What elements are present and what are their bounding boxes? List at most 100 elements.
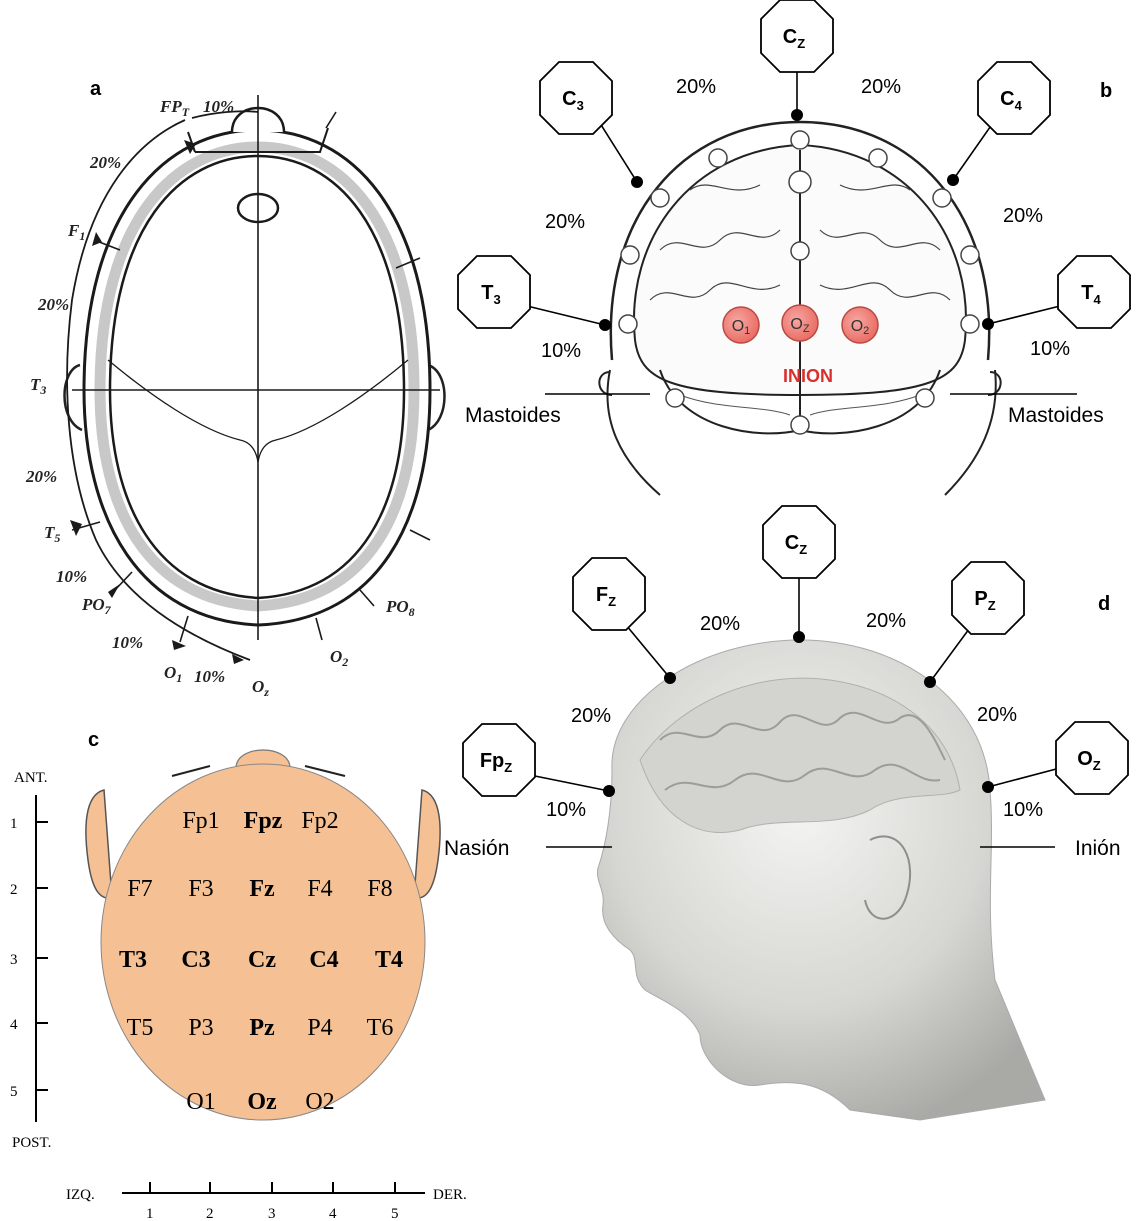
pct-a-1: 20% — [89, 153, 121, 172]
left-neck-shape — [607, 370, 660, 495]
label-f1: F1 — [67, 221, 85, 243]
pct-a-5: 10% — [112, 633, 143, 652]
electrode-cz: Cz — [248, 947, 276, 973]
electrode-t3: T3 — [119, 947, 147, 973]
axis-der-label: DER. — [433, 1187, 467, 1203]
pct-a-3: 20% — [25, 467, 57, 486]
electrode-o2: O2 — [305, 1089, 334, 1115]
nasion-label: Nasión — [444, 837, 509, 860]
panel-letter-a: a — [90, 78, 102, 100]
label-t3-b: T3 — [458, 256, 530, 328]
row-tick-3: 3 — [10, 952, 18, 968]
electrode-f7: F7 — [127, 876, 152, 902]
label-c4-b: C4 — [978, 62, 1050, 134]
axis-ant-label: ANT. — [14, 770, 47, 786]
axis-post-label: POST. — [12, 1135, 51, 1151]
pct-a-4: 10% — [56, 567, 87, 586]
dot-cz-b — [791, 109, 803, 121]
dot-t4-b — [982, 318, 994, 330]
panel-b-posterior-view: O1 OZ O2 INION CZ C3 — [458, 0, 1130, 495]
pct-a-2: 20% — [37, 295, 69, 314]
electrode-c3: C3 — [181, 947, 210, 973]
label-po7: PO7 — [81, 595, 112, 617]
inion-label-b: INION — [783, 366, 833, 386]
dot-pz-d — [924, 676, 936, 688]
pct-a-6: 10% — [194, 667, 225, 686]
electrode-p3: P3 — [188, 1015, 213, 1041]
label-t5-a: T5 — [44, 523, 60, 545]
row-tick-4: 4 — [10, 1017, 18, 1033]
electrode-c4: C4 — [309, 947, 338, 973]
panel-letter-c: c — [88, 729, 99, 751]
label-o1-a: O1 — [164, 663, 182, 685]
pct-b-top-right: 20% — [861, 76, 901, 98]
pct-d-low-left: 10% — [546, 799, 586, 821]
electrode-t6: T6 — [367, 1015, 394, 1041]
row-tick-2: 2 — [10, 882, 18, 898]
label-fpz-d: FpZ — [463, 724, 535, 796]
label-c3-b: C3 — [540, 62, 612, 134]
row-tick-5: 5 — [10, 1084, 18, 1100]
electrode-t5: T5 — [127, 1015, 154, 1041]
left-ear-c — [86, 790, 112, 898]
dot-c4-b — [947, 174, 959, 186]
electrode-oz-b: OZ — [782, 305, 818, 341]
label-fz-d: FZ — [573, 558, 645, 630]
right-ear-c — [414, 790, 440, 898]
right-neck-shape — [945, 370, 996, 495]
electrode-fp2: Fp2 — [301, 808, 338, 834]
inion-label-d: Inión — [1075, 837, 1121, 860]
label-t3-a: T3 — [30, 375, 46, 397]
dot-fpz-d — [603, 785, 615, 797]
dot-oz-d — [982, 781, 994, 793]
label-cz-d: CZ — [763, 506, 835, 578]
pct-d-low-right: 10% — [1003, 799, 1043, 821]
pct-b-mid-left: 20% — [545, 211, 585, 233]
electrode-fp1: Fp1 — [182, 808, 219, 834]
panel-a-skull-diagram — [65, 95, 445, 664]
dot-fz-d — [664, 672, 676, 684]
electrode-f3: F3 — [188, 876, 213, 902]
label-t4-b: T4 — [1058, 256, 1130, 328]
pct-b-top-left: 20% — [676, 76, 716, 98]
electrode-f8: F8 — [367, 876, 392, 902]
label-o2-a: O2 — [330, 647, 348, 669]
dot-c3-b — [631, 176, 643, 188]
panel-d-lateral-view: CZ FZ PZ FpZ OZ 20% 20% 20% 20% 10% 10% … — [444, 506, 1128, 1120]
electrode-o2-b: O2 — [842, 307, 878, 343]
electrode-oz: Oz — [247, 1089, 277, 1115]
label-pz-d: PZ — [952, 562, 1024, 634]
label-oz-a: Oz — [252, 677, 269, 699]
pct-d-top-left: 20% — [700, 613, 740, 635]
label-cz-b: CZ — [761, 0, 833, 72]
pct-d-mid-right: 20% — [977, 704, 1017, 726]
label-po8: PO8 — [385, 597, 415, 619]
col-tick-4: 4 — [329, 1206, 337, 1221]
pct-a-top: 10% — [203, 97, 234, 116]
pct-b-low-right: 10% — [1030, 338, 1070, 360]
row-tick-1: 1 — [10, 816, 18, 832]
col-tick-3: 3 — [268, 1206, 276, 1221]
panel-letter-b: b — [1100, 80, 1112, 102]
dot-t3-b — [599, 319, 611, 331]
electrode-fpz: Fpz — [244, 808, 283, 834]
panel-letter-d: d — [1098, 593, 1110, 615]
electrode-pz: Pz — [249, 1015, 275, 1041]
label-fpt: FPT — [159, 97, 190, 119]
col-tick-2: 2 — [206, 1206, 214, 1221]
electrode-fz: Fz — [249, 876, 275, 902]
electrode-o1: O1 — [186, 1089, 215, 1115]
mastoid-left-label: Mastoides — [465, 404, 561, 427]
electrode-o1-b: O1 — [723, 307, 759, 343]
col-tick-5: 5 — [391, 1206, 399, 1221]
mastoid-right-label: Mastoides — [1008, 404, 1104, 427]
pct-b-mid-right: 20% — [1003, 205, 1043, 227]
col-tick-1: 1 — [146, 1206, 154, 1221]
pct-b-low-left: 10% — [541, 340, 581, 362]
pct-d-top-right: 20% — [866, 610, 906, 632]
electrode-p4: P4 — [307, 1015, 332, 1041]
electrode-f4: F4 — [307, 876, 332, 902]
dot-cz-d — [793, 631, 805, 643]
axis-izq-label: IZQ. — [66, 1187, 95, 1203]
